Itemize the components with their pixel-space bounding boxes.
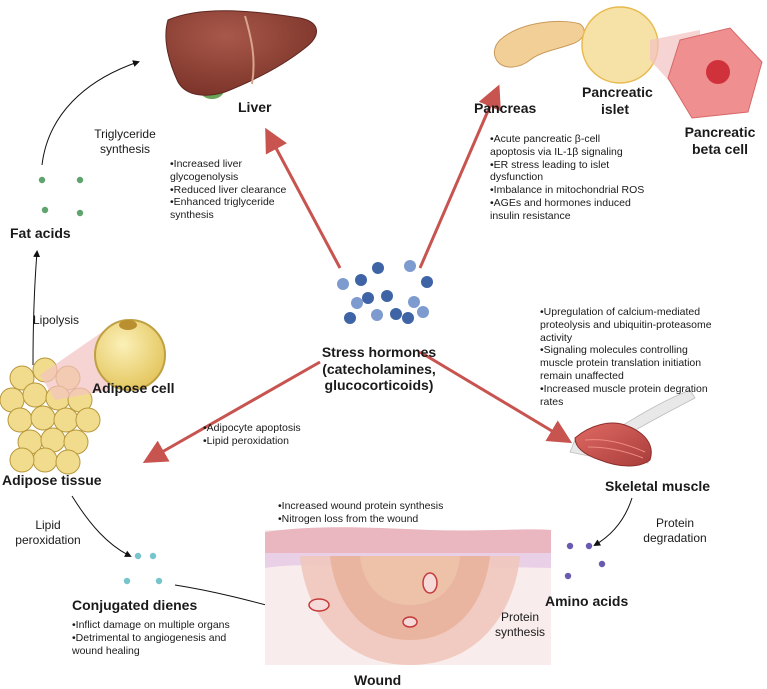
- arrow-to-adipose: [142, 360, 321, 463]
- arrow-to-muscle: [419, 350, 573, 444]
- fat-acid-dot: [76, 176, 84, 184]
- arrow-lipid-peroxidation: [71, 495, 132, 557]
- hormone-molecule: [355, 274, 367, 286]
- fat-acid-molecules: [38, 176, 84, 217]
- arrow-protein-degradation: [593, 497, 633, 547]
- adipocyte: [9, 447, 35, 473]
- hormone-molecule: [390, 308, 402, 320]
- pancreas-label: Pancreas: [474, 100, 537, 116]
- pancreas-illustration: [493, 20, 585, 68]
- arrow-to-pancreas: [418, 84, 501, 269]
- fat-acid-dot: [76, 209, 84, 217]
- stress-hormones-title: Stress hormones (catecholamines, glucoco…: [321, 344, 437, 394]
- adipocyte: [30, 405, 56, 431]
- protein-synthesis-label: Protein synthesis: [494, 610, 546, 639]
- adipocyte: [7, 407, 33, 433]
- muscle-effects-list: •Upregulation of calcium-mediated proteo…: [540, 306, 712, 408]
- adipose-cell-label: Adipose cell: [92, 380, 175, 396]
- hormone-molecule: [337, 278, 349, 290]
- wound-illustration: [265, 527, 551, 665]
- amino-acid-molecules: [541, 542, 606, 580]
- diene-dot: [134, 552, 142, 560]
- adipocyte: [9, 365, 35, 391]
- pancreatic-islet-label: Pancreatic islet: [582, 84, 653, 117]
- wound-effects-list: •Increased wound protein synthesis •Nitr…: [278, 500, 444, 525]
- liver-label: Liver: [238, 99, 272, 115]
- fat-acids-label: Fat acids: [10, 225, 71, 241]
- amino-acid-dot: [566, 542, 574, 550]
- adipose-cell-illustration: [94, 319, 166, 391]
- wound-label: Wound: [354, 672, 402, 688]
- dienes-effects-list: •Inflict damage on multiple organs •Detr…: [72, 619, 230, 657]
- protein-degradation-label: Protein degradation: [643, 516, 707, 545]
- amino-acid-dot: [585, 542, 593, 550]
- pancreatic-beta-cell-label: Pancreatic beta cell: [684, 124, 756, 157]
- diene-dot: [149, 552, 157, 560]
- pancreas-effects-list: •Acute pancreatic β-cell apoptosis via I…: [490, 133, 645, 222]
- liver-effects-list: •Increased liver glycogenolysis •Reduced…: [170, 158, 287, 222]
- adipocyte: [22, 382, 48, 408]
- lipolysis-label: Lipolysis: [33, 313, 80, 327]
- arrow-lipolysis: [32, 250, 41, 366]
- hormone-molecule: [404, 260, 416, 272]
- amino-acids-label: Amino acids: [545, 593, 629, 609]
- hormone-molecule: [344, 312, 356, 324]
- hormone-molecule: [362, 292, 374, 304]
- pancreatic-islet-illustration: [581, 6, 659, 84]
- stress-hormone-molecules: [337, 260, 433, 324]
- arrow-to-liver: [265, 127, 342, 269]
- amino-acid-dot: [564, 572, 572, 580]
- conjugated-diene-molecules: [123, 552, 163, 585]
- adipocyte: [32, 447, 58, 473]
- amino-acid-dot: [598, 560, 606, 568]
- liver-illustration: [165, 10, 317, 99]
- arrow-triglyceride-synthesis: [41, 60, 140, 166]
- hormone-molecule: [402, 312, 414, 324]
- lipid-peroxidation-label: Lipid peroxidation: [15, 518, 81, 547]
- adipose-effects-list: •Adipocyte apoptosis •Lipid peroxidation: [203, 422, 301, 447]
- adipose-zoom-cone: [40, 330, 110, 400]
- hormone-molecule: [417, 306, 429, 318]
- hormone-molecule: [372, 262, 384, 274]
- fat-acid-dot: [38, 176, 46, 184]
- diene-dot: [155, 577, 163, 585]
- skeletal-muscle-illustration: [569, 389, 696, 467]
- pancreatic-beta-cell-illustration: [667, 27, 763, 119]
- hormone-molecule: [408, 296, 420, 308]
- conjugated-dienes-label: Conjugated dienes: [72, 597, 198, 613]
- triglyceride-synthesis-label: Triglyceride synthesis: [94, 127, 156, 156]
- fat-acid-dot: [41, 206, 49, 214]
- hormone-molecule: [381, 290, 393, 302]
- adipocyte: [75, 407, 101, 433]
- skeletal-muscle-label: Skeletal muscle: [605, 478, 711, 494]
- hormone-molecule: [351, 297, 363, 309]
- diene-dot: [123, 577, 131, 585]
- hormone-molecule: [421, 276, 433, 288]
- adipocyte: [55, 449, 81, 475]
- adipose-tissue-label: Adipose tissue: [2, 472, 102, 488]
- hormone-molecule: [371, 309, 383, 321]
